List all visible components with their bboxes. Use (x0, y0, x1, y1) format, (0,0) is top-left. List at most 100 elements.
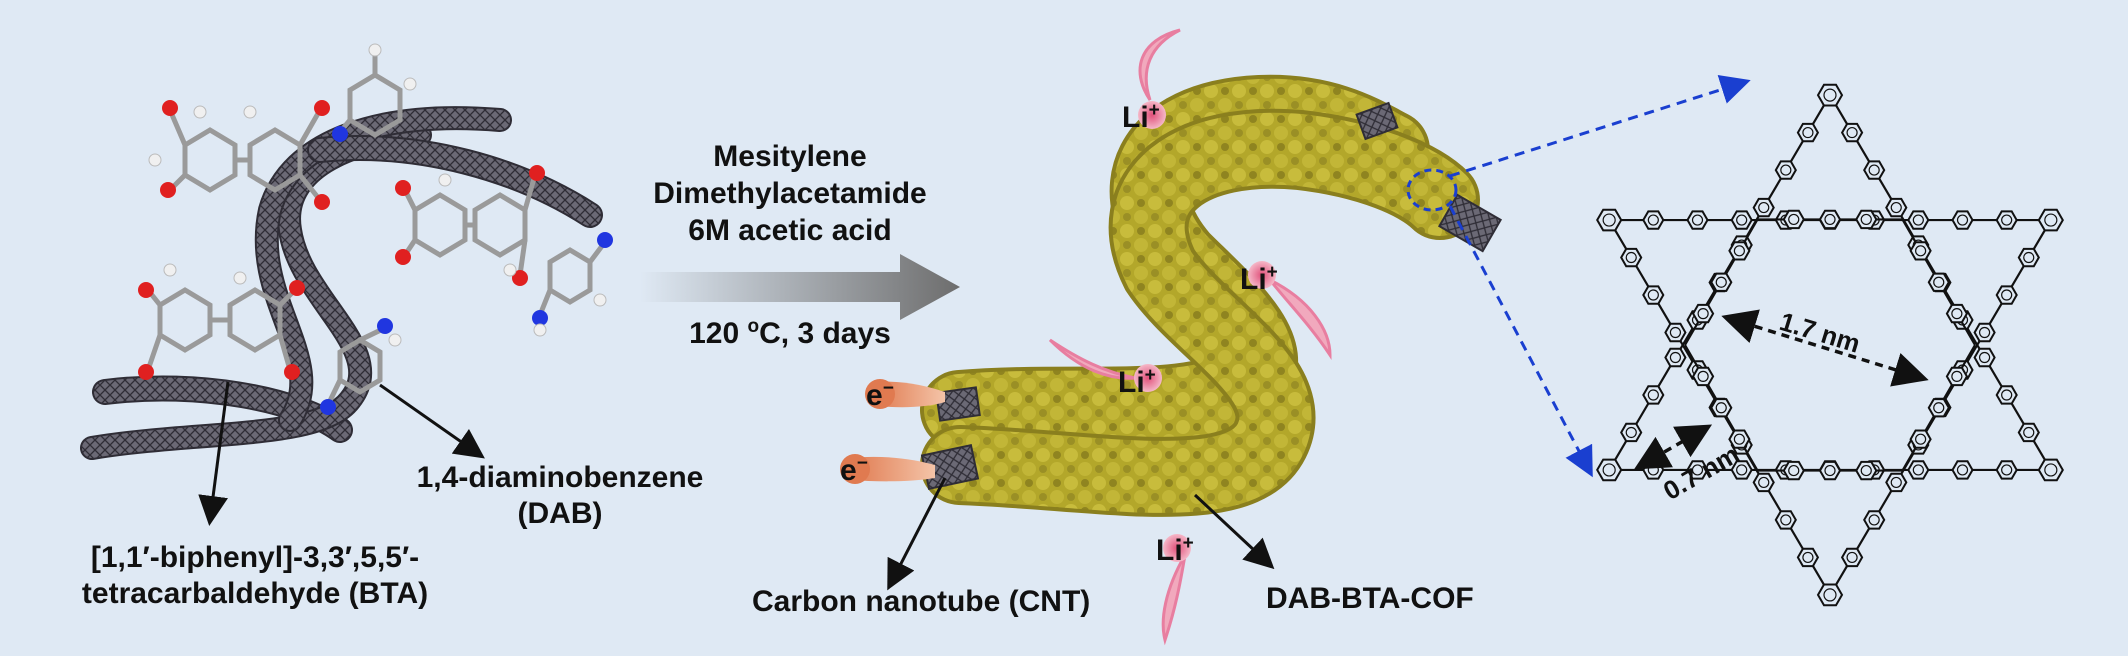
aromatic-circle (1715, 402, 1727, 414)
aromatic-circle (1912, 464, 1924, 476)
aromatic-circle (1860, 213, 1872, 226)
benzene-ring (1973, 347, 1996, 368)
benzene-ring (1855, 209, 1878, 230)
benzene-ring (1642, 385, 1665, 405)
benzene-ring (1863, 160, 1886, 180)
benzene-ring (1927, 272, 1950, 292)
atoms (138, 43, 613, 415)
benzene-ring (1782, 209, 1805, 230)
solvent-2: Dimethylacetamide (653, 177, 927, 210)
zoom-arrow-bottom (1448, 205, 1593, 478)
aromatic-circle (1647, 214, 1659, 226)
bta-pointer-arrow (198, 381, 230, 526)
li-ion-label-4: Li+ (1156, 533, 1194, 567)
temp-value: 120 (689, 317, 748, 350)
benzene-ring (2037, 458, 2064, 482)
aromatic-circle (1933, 402, 1945, 414)
benzene-ring (1664, 322, 1687, 343)
dab-pointer-arrow (379, 383, 485, 459)
benzene-ring (1774, 160, 1797, 180)
benzene-ring (1951, 460, 1974, 480)
cnt-pointer-arrow (887, 477, 947, 591)
cnt-label: Carbon nanotube (CNT) (752, 585, 1091, 618)
benzene-ring (1620, 422, 1643, 443)
aromatic-circle (1802, 126, 1814, 139)
benzene-ring (1840, 122, 1864, 143)
aromatic-circle (1647, 289, 1659, 301)
benzene-ring (1730, 460, 1753, 480)
aromatic-circle (1915, 245, 1927, 257)
aromatic-circle (1912, 214, 1924, 226)
aromatic-circle (1736, 464, 1748, 476)
aromatic-circle (1780, 514, 1792, 526)
aromatic-circle (1978, 326, 1991, 339)
benzene-ring (1691, 303, 1715, 324)
small-pore-arrow (1633, 424, 1713, 470)
benzene-ring (1596, 208, 1623, 232)
cof-label: DAB-BTA-COF (1266, 582, 1474, 615)
benzene-ring (1816, 83, 1844, 107)
benzene-ring (1730, 210, 1753, 230)
benzene-ring (2017, 247, 2040, 268)
aromatic-circle (1697, 308, 1709, 320)
zoom-arrow-top (1449, 74, 1751, 178)
benzene-ring (1927, 398, 1950, 418)
aromatic-circle (1788, 464, 1800, 477)
aromatic-circle (1669, 326, 1682, 339)
benzene-ring (1995, 385, 2018, 405)
aromatic-circle (1824, 213, 1836, 226)
benzene-ring (1642, 285, 1665, 305)
benzene-ring (1752, 472, 1775, 493)
benzene-ring (1945, 303, 1969, 324)
aromatic-circle (2044, 463, 2058, 477)
benzene-ring (1728, 241, 1751, 261)
benzene-ring (1642, 210, 1665, 230)
cof-framework (1596, 83, 2064, 607)
aromatic-circle (1890, 201, 1902, 214)
benzene-ring (1945, 366, 1969, 387)
aromatic-circle (2001, 289, 2013, 301)
nanotube-group-left (80, 106, 603, 460)
aromatic-circle (2001, 464, 2013, 476)
aromatic-circle (1978, 351, 1991, 364)
bta-label-line1: [1,1′-biphenyl]-3,3′,5,5′- (90, 541, 420, 574)
benzene-ring (1863, 510, 1886, 530)
temp-degree: o (747, 316, 760, 337)
aromatic-circle (1868, 514, 1880, 526)
aromatic-circle (1846, 551, 1858, 564)
aromatic-circle (2044, 213, 2058, 227)
solvent-1: Mesitylene (713, 140, 867, 173)
aromatic-circle (1823, 88, 1837, 102)
catalyst: 6M acetic acid (688, 214, 892, 247)
benzene-ring (1907, 460, 1930, 480)
benzene-ring (1816, 583, 1844, 607)
aromatic-circle (1736, 214, 1748, 226)
benzene-ring (1995, 285, 2018, 305)
benzene-ring (1752, 197, 1775, 218)
aromatic-circle (1868, 164, 1880, 176)
cof-coated-nanotube (920, 74, 1503, 517)
aromatic-circle (2023, 426, 2035, 439)
benzene-ring (1951, 210, 1974, 230)
aromatic-circle (1602, 463, 1616, 477)
bta-molecule-lower (145, 287, 297, 371)
reaction-conditions: Mesitylene Dimethylacetamide 6M acetic a… (620, 138, 960, 249)
aromatic-circle (1691, 214, 1704, 226)
bta-label-line2: tetracarbaldehyde (BTA) (81, 577, 429, 610)
aromatic-circle (1602, 213, 1616, 227)
aromatic-circle (1733, 433, 1745, 445)
electron-label-2: e− (840, 453, 868, 487)
electron-label-1: e− (866, 378, 894, 412)
benzene-ring (1818, 209, 1842, 230)
dab-label-line2: (DAB) (517, 497, 603, 530)
benzene-ring (1907, 210, 1930, 230)
benzene-ring (1686, 210, 1709, 230)
benzene-ring (1840, 547, 1864, 568)
aromatic-circle (1715, 276, 1727, 288)
aromatic-circle (1802, 551, 1814, 564)
aromatic-circle (1780, 164, 1792, 176)
benzene-ring (1909, 241, 1932, 261)
dab-label: 1,4-diaminobenzene (DAB) (410, 460, 710, 532)
aromatic-circle (1956, 214, 1969, 226)
